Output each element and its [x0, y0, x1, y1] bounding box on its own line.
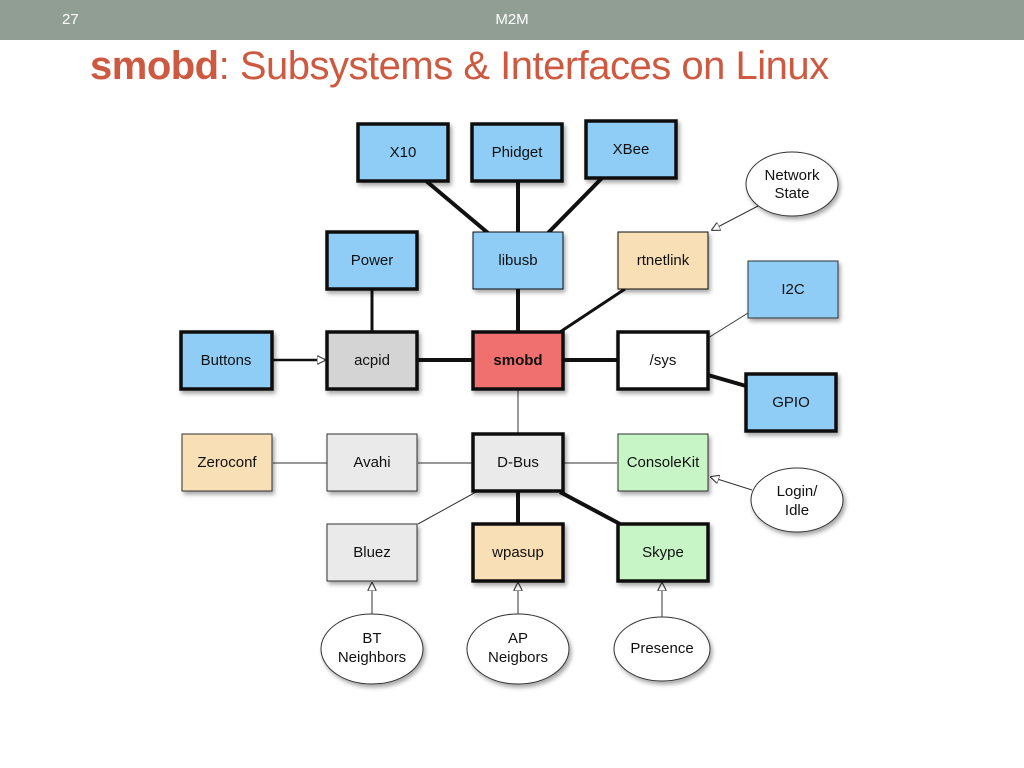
node-power-label: Power	[351, 252, 394, 269]
line-sys-i2c	[707, 312, 749, 339]
node-consolekit-label: ConsoleKit	[627, 454, 700, 471]
line-smobd-rtnetlink	[559, 287, 626, 334]
node-gpio-label: GPIO	[772, 394, 810, 411]
event-login-idle-line1: Login/	[777, 483, 819, 500]
event-network-state-line1: Network	[764, 167, 820, 184]
node-x10-label: X10	[390, 144, 417, 161]
node-bluez: Bluez	[326, 523, 418, 582]
node-dbus: D-Bus	[471, 432, 565, 493]
event-bt-neighbors-line2: Neighbors	[338, 649, 406, 666]
node-libusb-label: libusb	[498, 252, 537, 269]
node-skype: Skype	[616, 522, 710, 583]
node-acpid-label: acpid	[354, 352, 390, 369]
node-acpid: acpid	[325, 330, 419, 391]
event-ap-neigbors: AP Neigbors	[466, 613, 570, 685]
node-wpasup-label: wpasup	[491, 544, 544, 561]
node-skype-label: Skype	[642, 544, 684, 561]
slide-header-bar: 27 M2M	[0, 0, 1024, 40]
node-rtnetlink: rtnetlink	[617, 231, 709, 290]
node-buttons: Buttons	[179, 330, 274, 391]
line-x10-libusb	[423, 178, 490, 235]
line-sys-gpio	[707, 373, 747, 388]
slide-title-rest: : Subsystems & Interfaces on Linux	[218, 44, 829, 88]
line-xbee-libusb	[546, 176, 604, 235]
node-smobd-label: smobd	[493, 352, 542, 369]
node-smobd: smobd	[471, 330, 565, 391]
connector-lines	[273, 176, 759, 618]
node-i2c: I2C	[747, 260, 839, 319]
slide-topic: M2M	[495, 11, 529, 28]
node-bluez-label: Bluez	[353, 544, 391, 561]
line-dbus-skype	[559, 490, 621, 526]
node-sys: /sys	[616, 330, 710, 391]
event-network-state-line2: State	[774, 185, 809, 202]
node-phidget: Phidget	[470, 122, 564, 183]
node-wpasup: wpasup	[471, 522, 565, 583]
node-zeroconf-label: Zeroconf	[197, 454, 257, 471]
slide-number: 27	[62, 11, 79, 28]
event-ap-neigbors-line2: Neigbors	[488, 649, 548, 666]
event-presence: Presence	[613, 616, 711, 682]
node-sys-label: /sys	[650, 352, 677, 369]
node-avahi-label: Avahi	[353, 454, 390, 471]
node-consolekit: ConsoleKit	[617, 433, 709, 492]
node-avahi: Avahi	[326, 433, 418, 492]
node-power: Power	[325, 230, 419, 291]
event-login-idle: Login/ Idle	[750, 467, 844, 533]
node-gpio: GPIO	[744, 372, 838, 433]
slide-title: smobd: Subsystems & Interfaces on Linux	[90, 44, 829, 89]
node-zeroconf: Zeroconf	[181, 433, 273, 492]
event-network-state: Network State	[745, 151, 839, 217]
node-phidget-label: Phidget	[492, 144, 544, 161]
line-dbus-bluez	[417, 491, 477, 525]
node-libusb: libusb	[472, 231, 564, 290]
node-i2c-label: I2C	[781, 281, 805, 298]
event-ap-neigbors-line1: AP	[508, 630, 528, 647]
arrow-login-consolekit	[711, 477, 753, 491]
event-presence-label: Presence	[630, 640, 693, 657]
node-dbus-label: D-Bus	[497, 454, 539, 471]
event-login-idle-line2: Idle	[785, 502, 809, 519]
slide-title-bold: smobd	[90, 44, 219, 88]
arrow-network-rtnetlink	[712, 205, 759, 230]
event-bt-neighbors: BT Neighbors	[320, 613, 424, 685]
node-buttons-label: Buttons	[201, 352, 252, 369]
node-rtnetlink-label: rtnetlink	[637, 252, 690, 269]
node-xbee-label: XBee	[613, 141, 650, 158]
node-xbee: XBee	[584, 119, 678, 180]
node-x10: X10	[356, 122, 450, 183]
event-bt-neighbors-line1: BT	[362, 630, 381, 647]
